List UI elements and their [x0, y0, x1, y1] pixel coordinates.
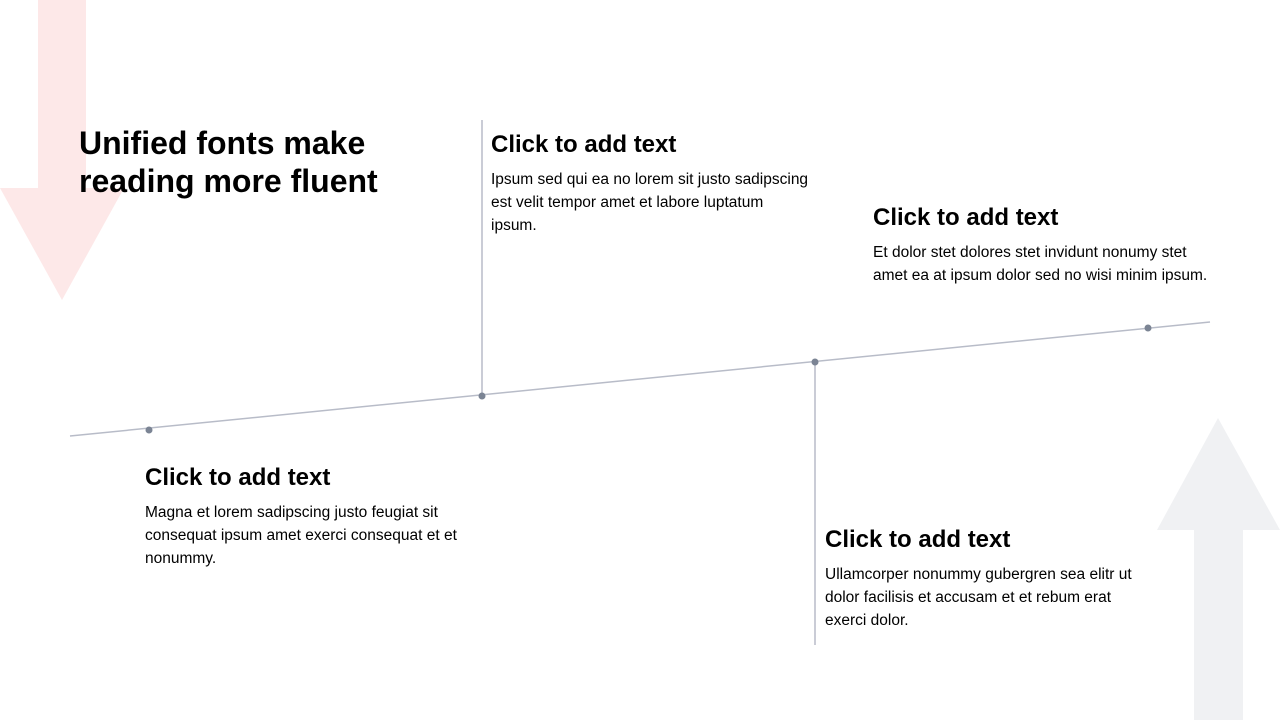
block-body[interactable]: Magna et lorem sadipscing justo feugiat …: [145, 504, 457, 567]
block-body[interactable]: Ullamcorper nonummy gubergren sea elitr …: [825, 566, 1132, 629]
up-arrow-decoration: [1157, 418, 1280, 720]
text-block-2[interactable]: Click to add text Et dolor stet dolores …: [873, 203, 1213, 287]
timeline-line: [69, 321, 1211, 437]
down-arrow-decoration: [0, 0, 124, 300]
timeline-dot-2: [478, 392, 486, 400]
block-heading[interactable]: Click to add text: [873, 204, 1059, 231]
slide-title: Unified fonts make reading more fluent: [79, 125, 378, 199]
timeline-dot-4: [1144, 324, 1152, 332]
timeline-dot-1: [145, 426, 153, 434]
block-heading[interactable]: Click to add text: [145, 464, 331, 491]
block-heading[interactable]: Click to add text: [491, 131, 677, 158]
text-block-4[interactable]: Click to add text Ullamcorper nonummy gu…: [825, 525, 1155, 632]
block-heading[interactable]: Click to add text: [825, 526, 1011, 553]
text-block-3[interactable]: Click to add text Magna et lorem sadipsc…: [145, 463, 485, 570]
block-body[interactable]: Ipsum sed qui ea no lorem sit justo sadi…: [491, 171, 809, 234]
text-block-1[interactable]: Click to add text Ipsum sed qui ea no lo…: [491, 130, 811, 237]
block-body[interactable]: Et dolor stet dolores stet invidunt nonu…: [873, 244, 1208, 284]
timeline-dot-3: [811, 358, 819, 366]
